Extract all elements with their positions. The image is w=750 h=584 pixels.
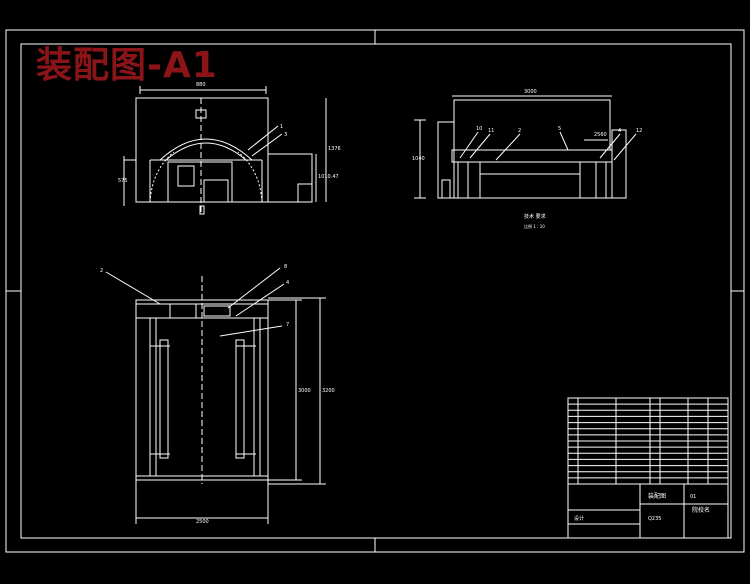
plan-dim-bottom: 2500	[196, 519, 209, 525]
side-callout-5: 5	[558, 126, 561, 132]
outer-frame	[5, 29, 745, 553]
inner-frame	[20, 43, 732, 539]
side-callout-11: 11	[488, 128, 494, 134]
plan-callout-4: 4	[286, 280, 289, 286]
title-block-designer: 设计	[574, 515, 584, 522]
front-dim-right: 1376	[328, 146, 341, 152]
side-callout-4: 4	[618, 128, 621, 134]
side-callout-12: 12	[636, 128, 642, 134]
title-block-drawing-name: 装配图	[648, 492, 666, 500]
title-block-company: 院校名	[692, 506, 710, 514]
side-view	[414, 95, 637, 199]
front-dim-left: 575	[118, 178, 128, 184]
front-callout-2: 3	[284, 132, 287, 138]
plan-dim-right: 3000	[298, 388, 311, 394]
front-view	[123, 86, 327, 215]
side-caption-sub: 比例 1 : 10	[524, 223, 545, 229]
plan-view	[105, 267, 326, 524]
side-dim-left: 1040	[412, 156, 425, 162]
plan-callout-2: 2	[100, 268, 103, 274]
front-dim-top: 880	[196, 82, 206, 88]
title-block-rows	[568, 403, 728, 479]
side-caption-main: 技术 要求	[524, 213, 546, 220]
side-dim-top: 3000	[524, 89, 537, 95]
drawing-title-watermark: 装配图-A1	[36, 45, 218, 86]
front-callout-1: 1	[280, 124, 283, 130]
plan-callout-7: 7	[286, 322, 289, 328]
title-block-material: Q235	[648, 516, 661, 522]
side-callout-2: 2	[518, 128, 521, 134]
plan-dim-right-outer: 3200	[322, 388, 335, 394]
side-callout-10: 10	[476, 126, 482, 132]
front-dim-right-inner: 1010.47	[318, 174, 339, 180]
side-dim-inner: 2560	[594, 132, 607, 138]
title-block-drawing-number: 01	[690, 494, 696, 500]
plan-callout-8: 8	[284, 264, 287, 270]
